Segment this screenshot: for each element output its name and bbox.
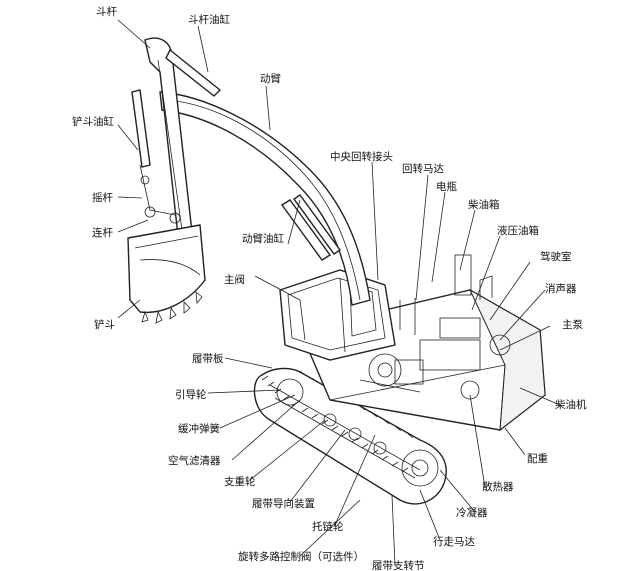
- label-fuel-tank: 柴油箱: [468, 198, 500, 211]
- label-counterweight: 配重: [527, 452, 548, 465]
- label-diesel-engine: 柴油机: [555, 398, 587, 411]
- label-recoil-spring: 缓冲弹簧: [178, 422, 220, 435]
- bucket: [127, 224, 206, 324]
- label-boom-cylinder: 动臂油缸: [242, 232, 284, 245]
- label-battery: 电瓶: [436, 180, 457, 193]
- label-swivel-control-valve: 旋转多路控制阀（可选件）: [238, 550, 364, 563]
- label-swing-motor: 回转马达: [402, 162, 444, 175]
- label-cab: 主阀: [224, 273, 245, 286]
- label-hydraulic-tank: 液压油箱: [497, 224, 539, 237]
- label-carrier-roller: 托链轮: [312, 520, 344, 533]
- label-air-filter: 空气滤清器: [168, 454, 221, 467]
- label-arm-cylinder: 斗杆油缸: [188, 13, 230, 26]
- label-link: 连杆: [92, 226, 113, 239]
- label-main-pump: 主泵: [562, 319, 583, 331]
- label-track-link: 履带支转节: [372, 559, 425, 571]
- label-track-roller: 支重轮: [224, 475, 256, 488]
- boom: [159, 91, 371, 306]
- label-idler: 引导轮: [175, 388, 207, 401]
- label-arm: 斗杆: [96, 5, 117, 18]
- label-rocker: 摇杆: [92, 191, 113, 204]
- label-bucket: 铲斗: [94, 319, 115, 331]
- label-condenser: 冷凝器: [456, 506, 488, 519]
- label-main-valve: 驾驶室: [540, 250, 572, 263]
- label-travel-motor: 行走马达: [433, 535, 475, 548]
- label-track-guide: 履带导向装置: [252, 497, 315, 510]
- label-track-shoe: 履带板: [192, 352, 224, 365]
- leader-lines: [117, 19, 561, 566]
- labels: 斗杆 斗杆油缸 动臂 铲斗油缸 中央回转接头 回转马达 电瓶 柴油箱 摇杆 液压…: [72, 5, 587, 571]
- arm: [131, 37, 222, 237]
- label-bucket-cylinder: 铲斗油缸: [72, 115, 114, 128]
- label-muffler: 消声器: [545, 282, 577, 295]
- label-center-swivel-joint: 中央回转接头: [330, 150, 393, 163]
- cab: [279, 269, 396, 361]
- label-boom: 动臂: [260, 72, 281, 85]
- label-radiator: 散热器: [482, 480, 514, 493]
